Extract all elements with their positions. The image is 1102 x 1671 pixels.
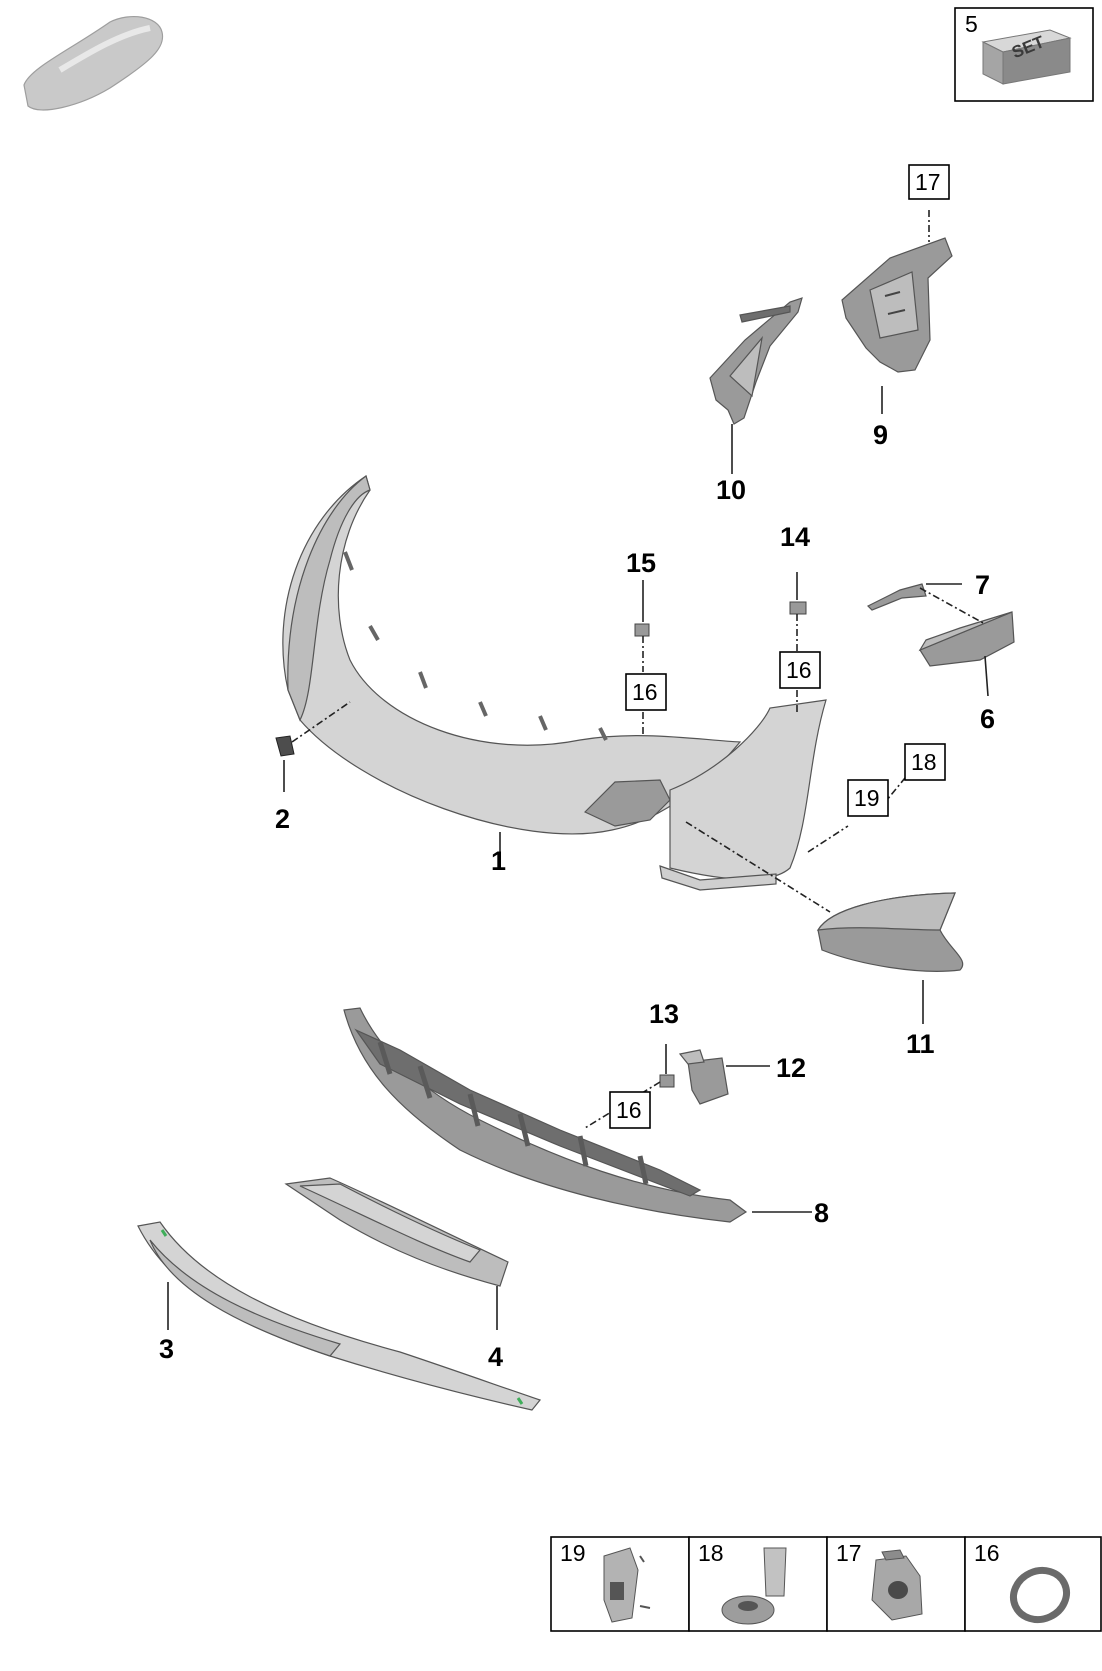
callout-10[interactable]: 10 <box>716 475 746 505</box>
svg-text:17: 17 <box>915 169 941 195</box>
boxed-ref-16-c[interactable]: 16 <box>609 1091 651 1129</box>
part-12-bracket[interactable] <box>678 1049 729 1105</box>
svg-text:16: 16 <box>786 657 812 683</box>
callout-8[interactable]: 8 <box>814 1198 829 1228</box>
boxed-refs: 17 16 16 16 18 19 <box>609 164 950 1129</box>
part-3-spoiler[interactable] <box>137 1221 542 1411</box>
callout-2[interactable]: 2 <box>275 804 290 834</box>
svg-text:17: 17 <box>836 1540 862 1566</box>
part-9-bracket[interactable] <box>841 237 953 373</box>
boxed-ref-17-top[interactable]: 17 <box>908 164 950 200</box>
legend-cell-16[interactable]: 16 <box>964 1536 1102 1632</box>
callout-9[interactable]: 9 <box>873 420 888 450</box>
boxed-ref-16-b[interactable]: 16 <box>779 651 821 689</box>
set-box[interactable]: 5 SET <box>954 7 1094 102</box>
svg-text:18: 18 <box>911 749 937 775</box>
part-6-bracket[interactable] <box>918 611 1015 667</box>
callout-12[interactable]: 12 <box>776 1053 806 1083</box>
svg-text:16: 16 <box>974 1540 1000 1566</box>
callout-3[interactable]: 3 <box>159 1334 174 1364</box>
svg-text:16: 16 <box>632 679 658 705</box>
fastener-legend: 19 18 17 <box>550 1536 1102 1632</box>
seal-ring-icon <box>1010 1566 1070 1624</box>
part-13-clip[interactable] <box>659 1074 675 1088</box>
callout-6[interactable]: 6 <box>980 704 995 734</box>
part-4-lower-panel[interactable] <box>284 1177 509 1287</box>
part-2-cap[interactable] <box>275 735 295 757</box>
legend-cell-17[interactable]: 17 <box>826 1536 966 1632</box>
legend-cell-19[interactable]: 19 <box>550 1536 690 1632</box>
set-box-number: 5 <box>965 11 978 37</box>
svg-text:16: 16 <box>616 1097 642 1123</box>
svg-text:19: 19 <box>560 1540 586 1566</box>
leader-lines <box>167 210 989 1330</box>
callout-1[interactable]: 1 <box>491 846 506 876</box>
legend-cell-18[interactable]: 18 <box>688 1536 828 1632</box>
callout-14[interactable]: 14 <box>780 522 810 552</box>
svg-text:18: 18 <box>698 1540 724 1566</box>
part-14-clip[interactable] <box>789 601 807 615</box>
speed-nut-icon <box>871 1549 923 1621</box>
boxed-ref-16-a[interactable]: 16 <box>625 673 667 711</box>
part-15-clip[interactable] <box>634 623 650 637</box>
boxed-ref-18[interactable]: 18 <box>904 743 946 781</box>
vehicle-thumbnail <box>23 15 164 111</box>
callout-11[interactable]: 11 <box>906 1029 935 1059</box>
clip-nut-icon <box>603 1547 651 1623</box>
svg-text:19: 19 <box>854 785 880 811</box>
part-10-bracket[interactable] <box>709 297 803 425</box>
part-1-bumper-cover[interactable] <box>282 475 827 891</box>
callout-4[interactable]: 4 <box>488 1342 503 1372</box>
callout-13[interactable]: 13 <box>649 999 679 1029</box>
callouts: 1 2 3 4 6 7 8 9 10 11 12 13 14 15 <box>159 420 995 1372</box>
part-7-strip[interactable] <box>866 583 927 611</box>
part-11-trim-panel[interactable] <box>816 892 964 972</box>
set-package-icon: SET <box>981 29 1072 85</box>
part-8-grille[interactable] <box>343 1007 748 1223</box>
callout-15[interactable]: 15 <box>626 548 656 578</box>
rivet-screw-icon <box>721 1547 787 1625</box>
boxed-ref-19[interactable]: 19 <box>847 779 889 817</box>
callout-7[interactable]: 7 <box>975 570 990 600</box>
